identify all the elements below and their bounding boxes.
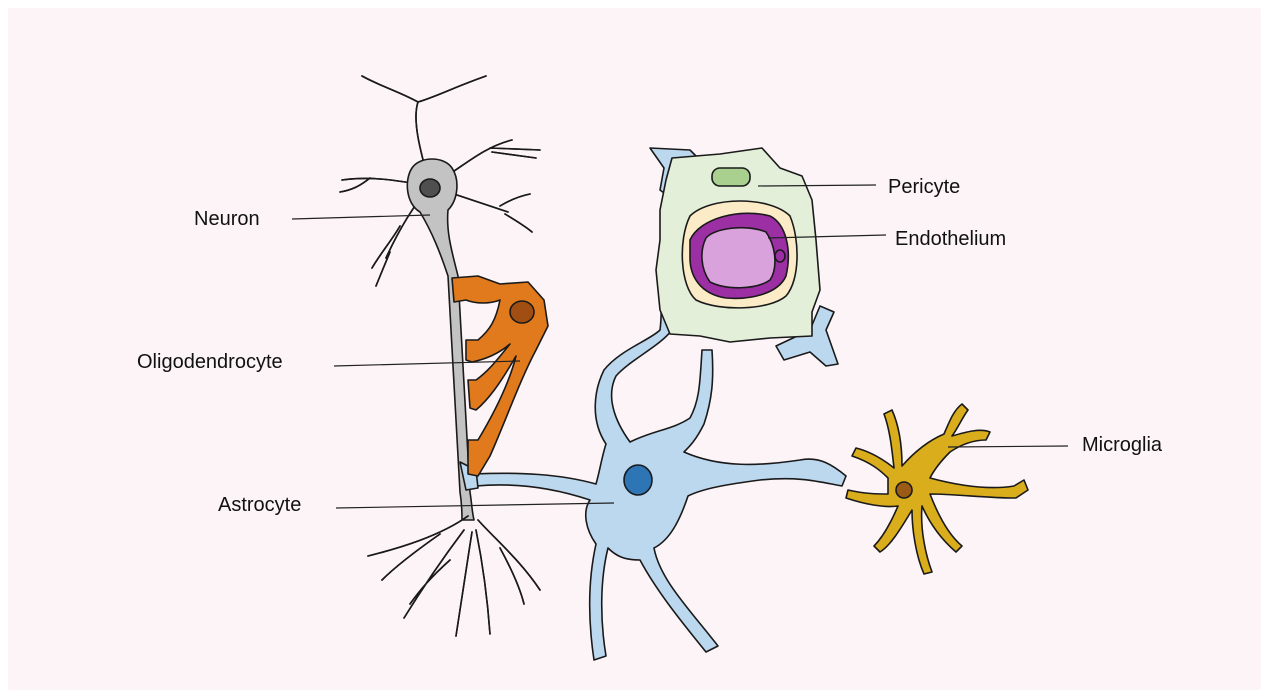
endothelial-nucleus [775,250,785,262]
pericyte-nucleus [712,168,750,186]
microglia-nucleus [896,482,912,498]
astrocyte-nucleus [624,465,652,495]
neuron-leader [292,215,430,219]
neuron-nucleus [420,179,440,197]
blood-vessel [656,148,820,342]
microglia-processes [846,404,1028,574]
neuron-axon-terminals [368,516,540,636]
astrocyte-leader [336,503,614,508]
microglia-leader [948,446,1068,447]
vessel-lumen [702,228,775,288]
label-microglia: Microglia [1082,433,1162,457]
oligodendrocyte-nucleus [510,301,534,323]
label-astrocyte: Astrocyte [218,493,301,517]
label-pericyte: Pericyte [888,175,960,199]
label-neuron: Neuron [194,207,260,231]
label-endothelium: Endothelium [895,227,1006,251]
microglia-cell [846,404,1028,574]
label-oligodendrocyte: Oligodendrocyte [137,350,283,374]
